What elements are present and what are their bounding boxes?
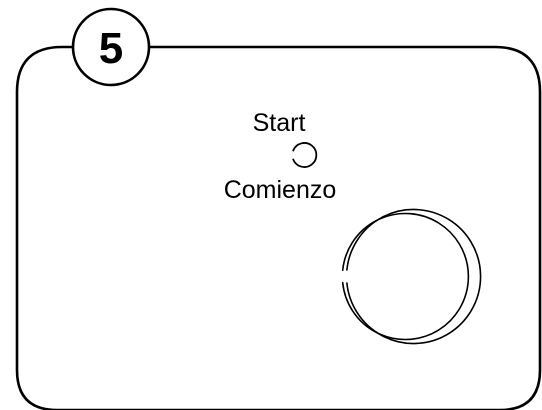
round-button-icon[interactable] [341, 208, 482, 345]
step-number: 5 [99, 24, 123, 73]
step-badge: 5 [71, 7, 151, 87]
step-badge-circle [71, 7, 151, 87]
panel-outline [15, 45, 542, 410]
start-label: Start [253, 109, 306, 137]
ring-indicator-icon [292, 142, 318, 168]
button-inner-ring [341, 212, 470, 341]
comienzo-label: Comienzo [224, 176, 337, 204]
button-outer-ring [346, 208, 482, 345]
